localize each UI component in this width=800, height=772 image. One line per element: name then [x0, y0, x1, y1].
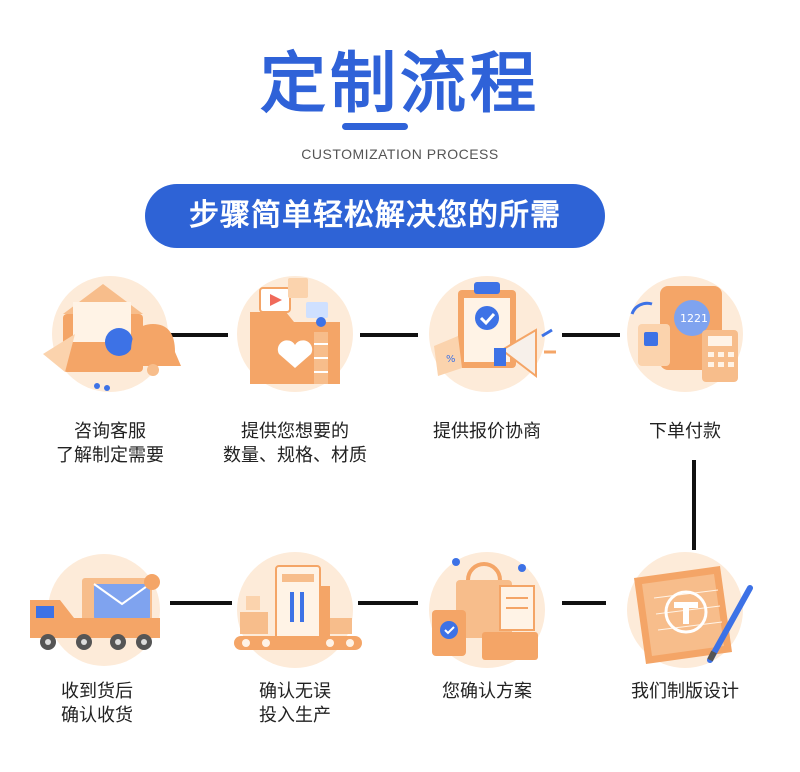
- step-production: 确认无误 投入生产: [200, 548, 390, 728]
- mail-bell-icon: [35, 272, 185, 402]
- connector-6-7: [358, 601, 418, 605]
- svg-text:%: %: [446, 354, 456, 365]
- blueprint-pen-icon: [610, 548, 760, 678]
- step-design: 我们制版设计: [590, 548, 780, 704]
- page-title: 定制流程: [260, 45, 540, 122]
- connector-3-4: [562, 333, 620, 337]
- step-label-line1: 提供您想要的: [241, 421, 349, 442]
- svg-text:1221: 1221: [680, 312, 708, 325]
- step-label-line1: 下单付款: [649, 421, 721, 442]
- card-terminal-icon: 1221: [610, 272, 760, 402]
- connector-7-8: [170, 601, 232, 605]
- step-label-line1: 咨询客服: [74, 421, 146, 442]
- folder-heart-icon: [220, 272, 370, 402]
- connector-2-3: [360, 333, 418, 337]
- title-underline: [342, 123, 408, 130]
- step-label-line2: 确认收货: [61, 705, 133, 726]
- step-label-line1: 确认无误: [259, 681, 331, 702]
- step-label-line2: 了解制定需要: [56, 445, 164, 466]
- clipboard-megaphone-icon: %: [412, 272, 562, 402]
- step-consult: 咨询客服 了解制定需要: [15, 272, 205, 468]
- connector-1-2: [170, 333, 228, 337]
- page-subtitle: CUSTOMIZATION PROCESS: [301, 146, 499, 162]
- step-receive: 收到货后 确认收货: [2, 548, 192, 728]
- factory-machine-icon: [220, 548, 370, 678]
- step-label-line2: 投入生产: [259, 705, 331, 726]
- connector-4-5: [692, 460, 696, 550]
- step-quote: % 提供报价协商: [392, 272, 582, 444]
- step-label-line1: 提供报价协商: [433, 421, 541, 442]
- banner-pill: 步骤简单轻松解决您的所需: [145, 184, 605, 248]
- step-payment: 1221 下单付款: [590, 272, 780, 444]
- step-label-line1: 我们制版设计: [631, 681, 739, 702]
- step-label-line1: 收到货后: [61, 681, 133, 702]
- step-confirm-plan: 您确认方案: [392, 548, 582, 704]
- shopping-bag-icon: [412, 548, 562, 678]
- step-requirements: 提供您想要的 数量、规格、材质: [200, 272, 390, 468]
- delivery-truck-icon: [22, 548, 172, 678]
- connector-5-6: [562, 601, 606, 605]
- step-label-line1: 您确认方案: [442, 681, 532, 702]
- step-label-line2: 数量、规格、材质: [223, 445, 367, 466]
